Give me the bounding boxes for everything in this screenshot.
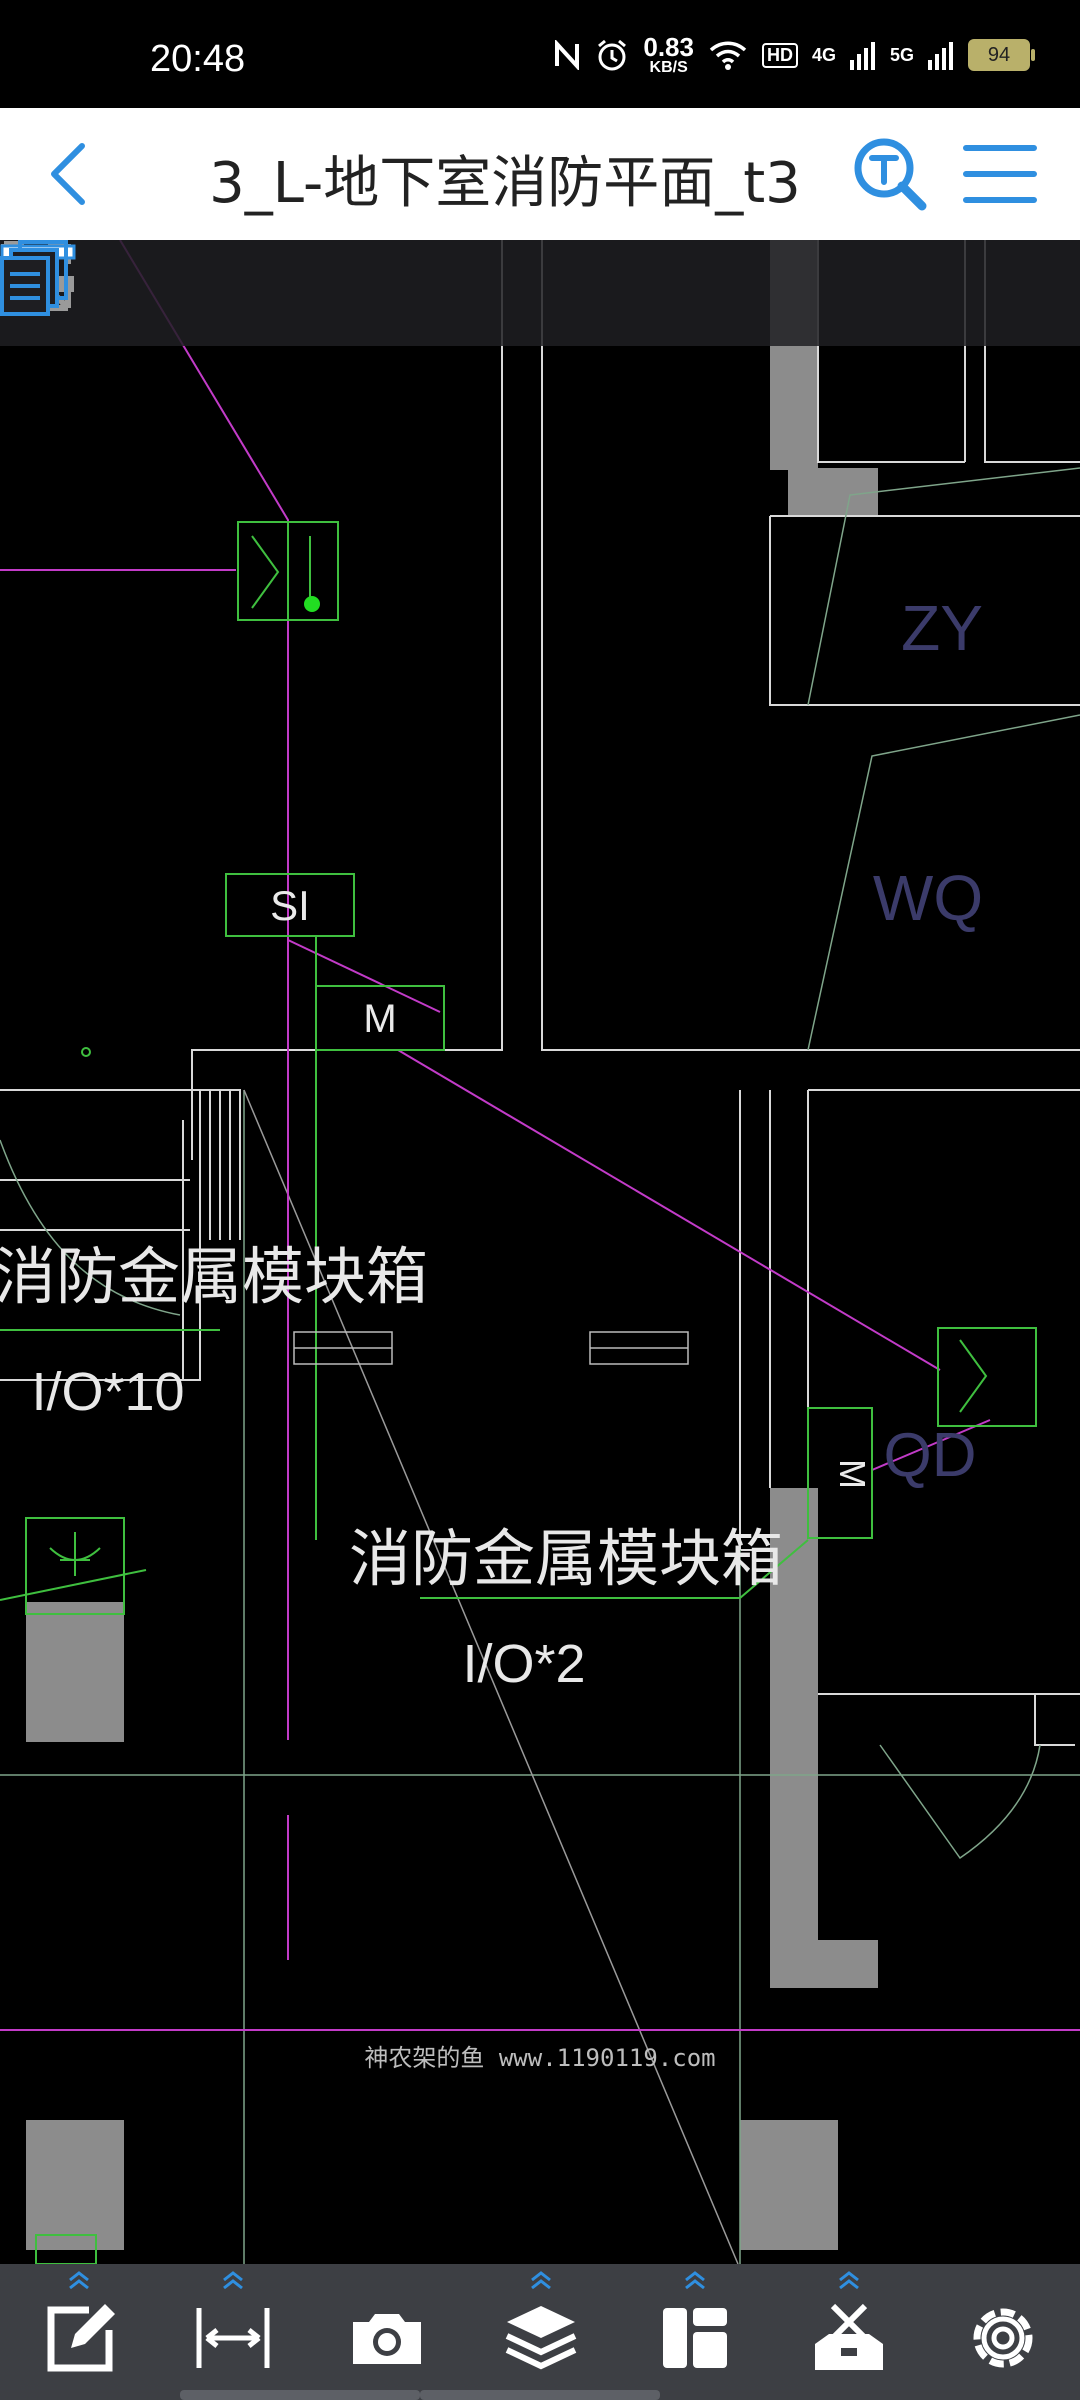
tool-layers[interactable]	[464, 2264, 618, 2400]
cad-canvas[interactable]: SI M M ZY WQ QD 消防金属模块箱 I/O*10 消防金属模块箱 I…	[0, 240, 1080, 2264]
wall-lines	[0, 240, 1080, 1746]
layers-icon	[505, 2306, 577, 2370]
menu-icon[interactable]	[960, 142, 1040, 206]
label-m-top: M	[363, 997, 396, 1041]
status-bar: 20:48 0.83 KB/S HD 4G 5G 94	[0, 0, 1080, 108]
tool-measure[interactable]	[156, 2264, 310, 2400]
gray-fills	[26, 240, 878, 2250]
battery-indicator: 94	[968, 39, 1035, 71]
toolbox-icon	[815, 2303, 883, 2370]
green-devices	[0, 521, 1037, 2264]
signal-label-2: 5G	[889, 44, 914, 65]
signal-icon-1	[849, 42, 875, 70]
diagonal-line	[243, 1089, 739, 2264]
label-qd: QD	[884, 1421, 977, 1490]
network-speed: 0.83 KB/S	[643, 34, 694, 76]
hd-badge: HD	[761, 42, 798, 68]
chevron-up-icon	[685, 2271, 705, 2290]
nfc-icon	[555, 40, 580, 70]
label-io-center: I/O*2	[462, 1634, 585, 1694]
bottom-toolbar	[0, 2264, 1080, 2400]
label-io-left: I/O*10	[31, 1362, 184, 1422]
wifi-icon	[709, 41, 747, 70]
label-box-center: 消防金属模块箱	[349, 1522, 783, 1595]
tool-toolbox[interactable]	[772, 2264, 926, 2400]
tool-camera[interactable]	[310, 2264, 464, 2400]
tool-layout[interactable]	[618, 2264, 772, 2400]
nav-handle-left	[180, 2390, 420, 2400]
measure-icon	[196, 2308, 270, 2368]
label-box-left: 消防金属模块箱	[0, 1240, 428, 1313]
watermark: 神农架的鱼 www.1190119.com	[364, 2044, 716, 2072]
signal-label-1: 4G	[811, 44, 836, 65]
label-si: SI	[270, 882, 310, 929]
camera-icon	[353, 2314, 421, 2364]
nav-handle-right	[420, 2390, 660, 2400]
label-m-right: M	[832, 1459, 873, 1489]
chevron-up-icon	[839, 2271, 859, 2290]
speed-value: 0.83	[643, 32, 694, 62]
back-icon[interactable]	[36, 138, 106, 210]
alarm-icon	[598, 39, 627, 71]
sheets-icon[interactable]	[0, 240, 70, 316]
title-bar: 3_L-地下室消防平面_t3	[0, 108, 1080, 240]
label-zy: ZY	[901, 592, 983, 664]
status-time: 20:48	[150, 38, 246, 80]
settings-icon	[973, 2308, 1033, 2368]
equipment-rects	[293, 1331, 689, 1365]
chevron-up-icon	[223, 2271, 243, 2290]
tool-settings[interactable]	[926, 2264, 1080, 2400]
drawing-title: 3_L-地下室消防平面_t3	[209, 151, 801, 216]
signal-icon-2	[928, 42, 953, 70]
chevron-up-icon	[531, 2271, 551, 2290]
tool-edit[interactable]	[2, 2264, 156, 2400]
magenta-lines	[0, 240, 1080, 2031]
search-text-icon[interactable]	[850, 134, 930, 214]
canvas-toolbar	[0, 240, 1080, 346]
chevron-up-icon	[69, 2271, 89, 2290]
device-dot	[304, 596, 320, 612]
battery-level: 94	[987, 43, 1011, 66]
cad-drawing[interactable]: SI M M ZY WQ QD 消防金属模块箱 I/O*10 消防金属模块箱 I…	[0, 240, 1080, 2264]
layout-icon	[663, 2308, 727, 2368]
edit-icon	[47, 2304, 115, 2372]
label-wq: WQ	[873, 862, 983, 934]
status-icons: 0.83 KB/S HD 4G 5G 94	[553, 30, 1035, 80]
speed-unit: KB/S	[649, 59, 688, 76]
thin-lines	[0, 467, 1080, 2264]
